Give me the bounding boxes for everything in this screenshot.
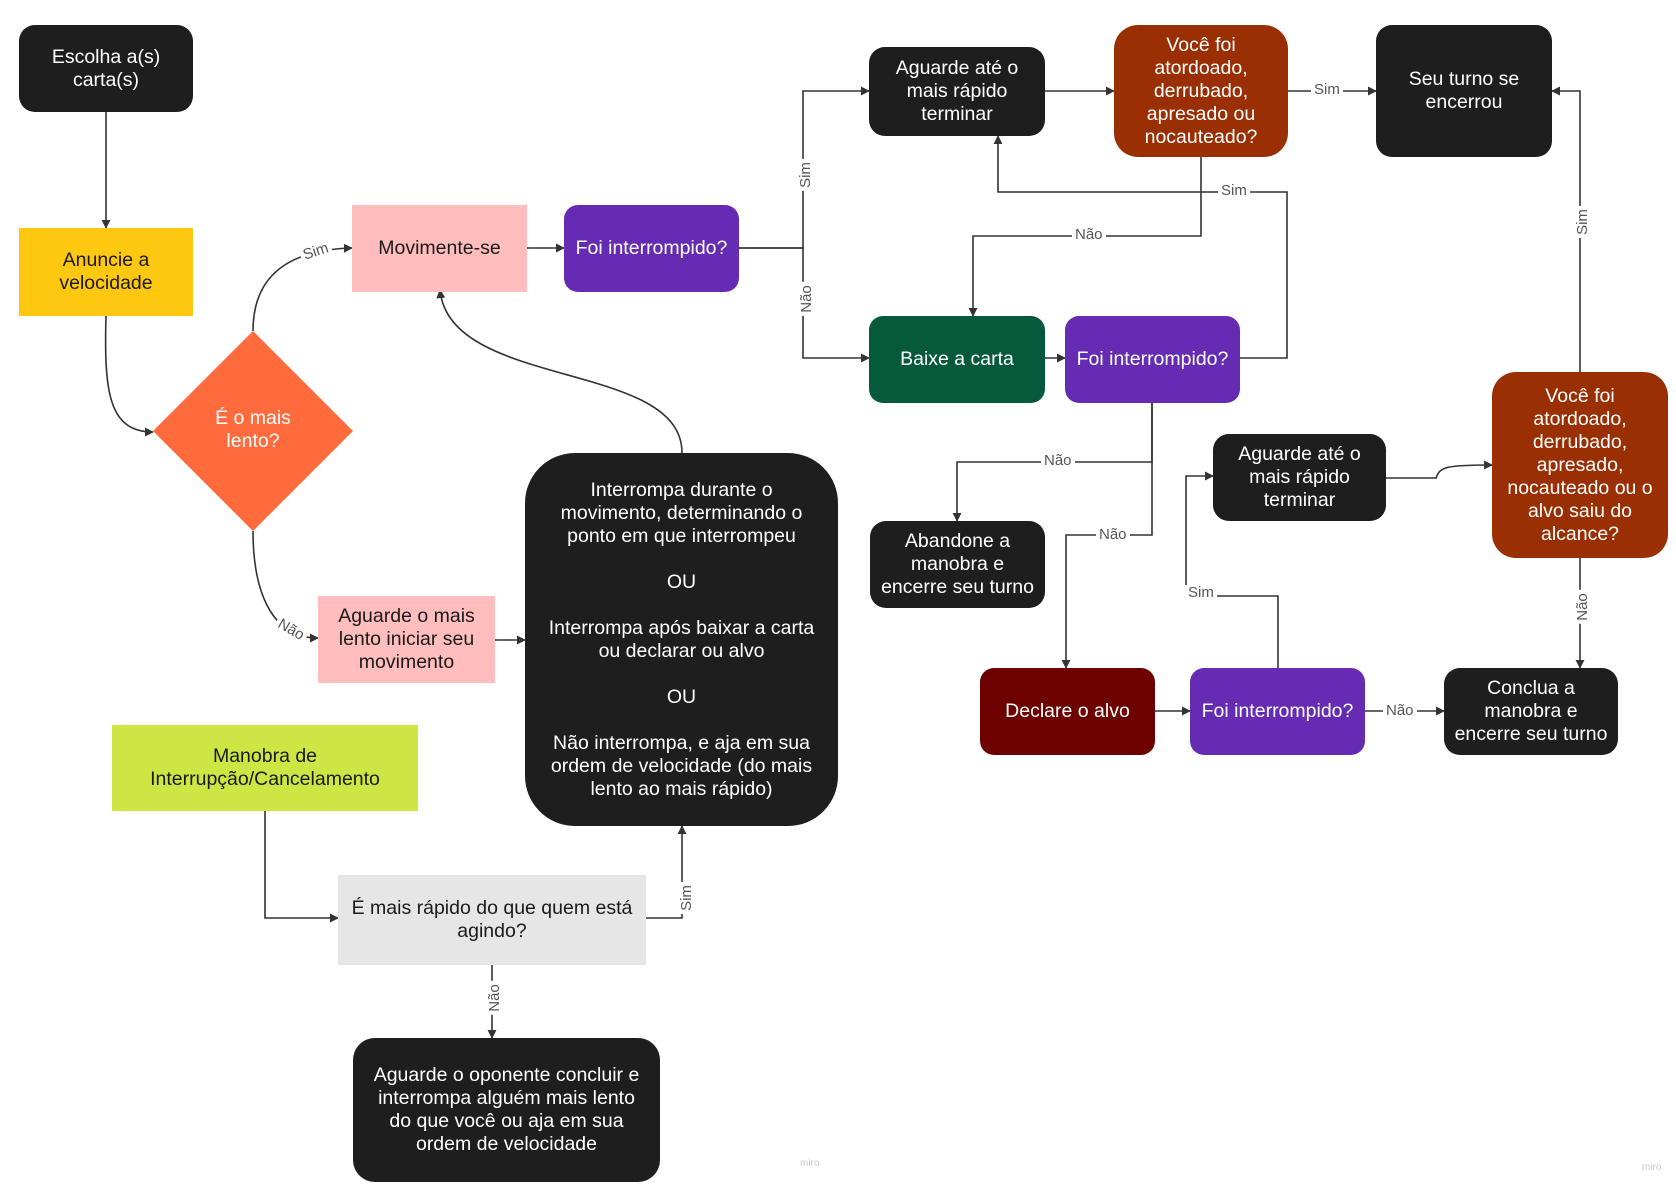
watermark-miro-2: miro	[1642, 1162, 1662, 1173]
edge-mais-rapido-interrompa	[646, 825, 687, 919]
node-anuncie-velocidade-text: Anuncie a velocidade	[59, 249, 153, 294]
node-interrompa-opcoes: Interrompa durante o movimento, determin…	[525, 453, 838, 826]
edge-label-nao-baixe-2: Não	[1072, 227, 1106, 243]
node-declare-alvo: Declare o alvo	[980, 668, 1155, 755]
node-interrompa-opcoes-text: Interrompa durante o movimento, determin…	[548, 478, 815, 800]
node-manobra-interrupcao-text: Manobra de Interrupção/Cancelamento	[150, 745, 380, 790]
edge-label-sim-turno: Sim	[1311, 82, 1343, 98]
edge-label-sim-aguarde1-back: Sim	[1218, 183, 1250, 199]
node-mais-rapido: É mais rápido do que quem está agindo?	[338, 875, 646, 965]
node-mais-rapido-text: É mais rápido do que quem está agindo?	[351, 897, 633, 942]
node-escolha-cartas: Escolha a(s) carta(s)	[19, 25, 193, 112]
node-aguarde-oponente: Aguarde o oponente concluir e interrompa…	[353, 1038, 660, 1182]
edge-label-nao-baixe: Não	[798, 282, 815, 316]
edge-interrompa-movimente	[436, 289, 683, 454]
edge-label-sim-aguarde2: Sim	[1185, 585, 1217, 601]
node-conclua-manobra-text: Conclua a manobra e encerre seu turno	[1454, 677, 1608, 745]
watermark-miro-1: miro	[800, 1158, 820, 1169]
node-foi-interrompido-2-text: Foi interrompido?	[1076, 348, 1229, 370]
node-conclua-manobra: Conclua a manobra e encerre seu turno	[1444, 668, 1618, 755]
node-aguarde-rapido-1: Aguarde até o mais rápido terminar	[869, 47, 1045, 136]
node-declare-alvo-text: Declare o alvo	[1005, 700, 1130, 722]
node-baixe-carta-text: Baixe a carta	[900, 348, 1014, 370]
node-escolha-cartas-text: Escolha a(s) carta(s)	[51, 45, 161, 91]
edge-anuncie-diamond	[104, 315, 154, 437]
edge-label-sim-turno-2: Sim	[1574, 206, 1591, 238]
node-aguarde-rapido-2-text: Aguarde até o mais rápido terminar	[1238, 443, 1361, 511]
node-foi-interrompido-3-text: Foi interrompido?	[1201, 700, 1354, 722]
node-abandone-manobra-text: Abandone a manobra e encerre seu turno	[881, 530, 1034, 598]
edge-label-nao-oponente: Não	[486, 981, 503, 1015]
edge-label-sim-interrompa: Sim	[678, 882, 695, 914]
node-atordoado-2: Você foi atordoado, derrubado, apresado,…	[1492, 372, 1668, 558]
node-movimente-se-text: Movimente-se	[378, 237, 501, 259]
node-mais-lento-text: É o mais lento?	[215, 407, 291, 452]
edge-label-sim-aguarde1: Sim	[797, 159, 814, 191]
node-aguarde-rapido-2: Aguarde até o mais rápido terminar	[1213, 434, 1386, 521]
edge-label-nao-conclua-2: Não	[1574, 590, 1591, 624]
edge-label-nao-abandone: Não	[1041, 453, 1075, 469]
node-turno-encerrou-text: Seu turno se encerrou	[1408, 68, 1520, 113]
node-manobra-interrupcao: Manobra de Interrupção/Cancelamento	[112, 725, 418, 811]
decision-diamond-shape	[153, 331, 353, 531]
node-anuncie-velocidade: Anuncie a velocidade	[19, 228, 193, 316]
node-baixe-carta: Baixe a carta	[869, 316, 1045, 403]
node-movimente-se: Movimente-se	[352, 205, 527, 292]
node-aguarde-oponente-text: Aguarde o oponente concluir e interrompa…	[373, 1064, 640, 1155]
node-foi-interrompido-3: Foi interrompido?	[1190, 668, 1365, 755]
node-foi-interrompido-1-text: Foi interrompido?	[575, 237, 728, 259]
edge-aguarde2-atordoado2	[1386, 460, 1493, 479]
node-foi-interrompido-2: Foi interrompido?	[1065, 316, 1240, 403]
edge-atordoado2-turno	[1551, 86, 1581, 372]
node-abandone-manobra: Abandone a manobra e encerre seu turno	[870, 521, 1045, 608]
node-turno-encerrou: Seu turno se encerrou	[1376, 25, 1552, 157]
edge-label-nao-conclua: Não	[1383, 703, 1417, 719]
node-aguarde-rapido-1-text: Aguarde até o mais rápido terminar	[895, 57, 1019, 125]
node-atordoado-2-text: Você foi atordoado, derrubado, apresado,…	[1507, 384, 1653, 545]
node-atordoado-1-text: Você foi atordoado, derrubado, apresado …	[1144, 33, 1258, 148]
edge-label-nao-declare: Não	[1096, 527, 1130, 543]
node-atordoado-1: Você foi atordoado, derrubado, apresado …	[1114, 25, 1288, 157]
node-foi-interrompido-1: Foi interrompido?	[564, 205, 739, 292]
node-aguarde-lento: Aguarde o mais lento iniciar seu movimen…	[318, 596, 495, 683]
edge-manobra-mais-rapido	[264, 811, 339, 923]
node-mais-lento: É o mais lento?	[183, 395, 323, 465]
edge-foi2-aguarde1	[993, 135, 1288, 359]
node-aguarde-lento-text: Aguarde o mais lento iniciar seu movimen…	[338, 605, 475, 673]
